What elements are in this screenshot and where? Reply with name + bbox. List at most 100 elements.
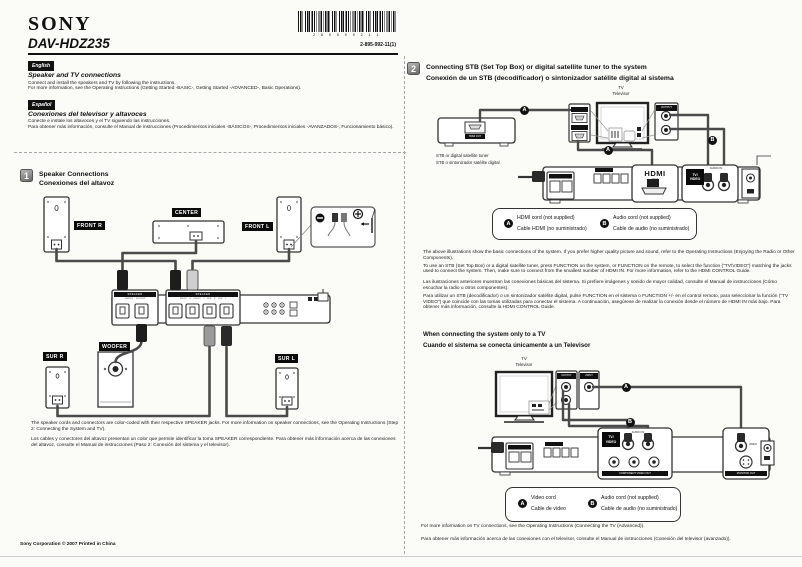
- section2-paragraphs: The above illustrations show the basic c…: [423, 250, 797, 313]
- legend-b-es: Cable de audio (no suministrado): [613, 225, 690, 232]
- tv-label-es: Televisor: [515, 362, 533, 368]
- hdmi-out-sublabel: OUT: [652, 176, 658, 181]
- tv-label-en: TV: [618, 85, 624, 90]
- legend-b-en: Audio cord (not supplied): [601, 495, 659, 501]
- stb-hdmi-out-label: HDMI OUT: [465, 133, 485, 139]
- cord-marker-a2: A: [603, 145, 613, 155]
- tv-hdmi-in-panel: [568, 103, 591, 143]
- section1-title-es: Conexiones del altavoz: [39, 179, 115, 187]
- stb-diagram-art: [437, 101, 771, 204]
- en-line1: Connect and install the speakers and TV …: [28, 80, 176, 86]
- speaker-cables: [55, 239, 291, 418]
- tv-label: TV Televisor: [496, 356, 552, 368]
- tv-video-tag-line2: VIDEO: [605, 439, 617, 444]
- stb-caption: STB or digital satellite tuner STB o sin…: [436, 152, 500, 167]
- tv-label-es: Televisor: [612, 91, 630, 97]
- tv-video-tag: TV/ VIDEO: [602, 432, 620, 447]
- section3-title-es: Cuando el sistema se conecta únicamente …: [423, 341, 591, 349]
- legend-hdmi-audio: A HDMI cord (not supplied) Cable HDMI (n…: [492, 208, 697, 240]
- legend-video-audio: A Video cord Cable de vídeo B Audio cord…: [505, 487, 681, 522]
- legend-b-es: Cable de audio (no suministrado): [601, 506, 678, 512]
- en-line2: For more information, see the Operating …: [28, 86, 302, 91]
- section1-title-en: Speaker Connections: [39, 170, 109, 178]
- section1-badge: 1: [20, 169, 33, 182]
- tv-set: [494, 370, 558, 423]
- tv-video-tag-line1: TV/: [692, 172, 698, 177]
- wire-detail-inset: [290, 206, 376, 248]
- speaker-panel1-sublabel: CENTER WOOFER: [124, 297, 146, 300]
- es-title: Conexiones del televisor y altavoces: [28, 110, 147, 118]
- system-unit: [478, 427, 775, 480]
- stb-box: [437, 117, 516, 147]
- es-line2: Para obtener más información, consulte e…: [28, 124, 394, 130]
- model-number: DAV-HDZ235: [28, 36, 110, 51]
- section1-note-en: The speaker cords and connectors are col…: [31, 421, 399, 432]
- tv-output-label: OUTPUT: [557, 373, 576, 379]
- audio-in-label: AUDIO IN: [709, 166, 723, 170]
- bottom-edge-rule: [0, 556, 802, 557]
- legend-b-en: Audio cord (not supplied): [613, 215, 671, 221]
- woofer-tag: WOOFER: [99, 342, 131, 351]
- speaker-panel1-header: SPEAKER: [114, 292, 156, 297]
- para-es-1: Las ilustraciones anteriores muestran la…: [423, 280, 778, 291]
- es-line1: Conecte e instale los altavoces y el TV …: [28, 119, 171, 124]
- component-video-out-label: COMPONENT VIDEO OUT: [602, 470, 668, 476]
- cord-marker-a: A: [621, 382, 631, 392]
- audio-in-label: AUDIO IN: [631, 429, 645, 434]
- tv-video-tag-line1: TV/: [608, 435, 614, 440]
- speaker-panel2-header: SPEAKER: [168, 292, 238, 297]
- cord-marker-a1: A: [520, 105, 529, 115]
- system-unit: [518, 155, 771, 204]
- legend-marker-b: B: [588, 499, 597, 508]
- tv-label: TV Televisor: [596, 85, 646, 97]
- front-l-speaker: [276, 196, 302, 253]
- tv-label-en: TV: [521, 356, 527, 361]
- legend-marker-a: A: [504, 219, 513, 228]
- section3-note-es: Para obtener más información acerca de l…: [421, 537, 731, 542]
- legend-marker-b: B: [600, 219, 609, 228]
- sur-l-speaker: [275, 367, 299, 410]
- front-r-tag: FRONT R: [74, 221, 106, 230]
- legend-a-en: HDMI cord (not supplied): [517, 215, 575, 221]
- para-en-2: To use an STB (Set Top Box) or a digital…: [423, 263, 792, 275]
- tv-input-label: INPUT: [580, 373, 598, 379]
- english-badge: English: [28, 61, 55, 71]
- monitor-out-label: MONITOR OUT: [725, 470, 767, 476]
- legend-a-en: Video cord: [531, 495, 556, 501]
- video-jack-label: VIDEO: [749, 442, 757, 446]
- sur-r-tag: SUR R: [43, 352, 67, 361]
- cord-marker-b: B: [625, 417, 635, 427]
- speaker-panel2-sublabel: FRONT R FRONT L SUR R SUR L: [179, 297, 227, 300]
- section3-note-en: For more information on TV connections, …: [421, 524, 645, 529]
- para-es-2: Para utilizar un STB (decodificador) o u…: [423, 293, 789, 311]
- section3-title-en: When connecting the system only to a TV: [423, 331, 546, 338]
- tv-audio-output-panel: [654, 102, 679, 141]
- en-title: Speaker and TV connections: [28, 71, 121, 79]
- center-tag: CENTER: [172, 208, 202, 217]
- stb-connection-diagram: TV Televisor HDMI OUT STB or digital sat…: [420, 85, 802, 207]
- tv-video-tag-line2: VIDEO: [689, 177, 701, 181]
- cord-marker-b: B: [708, 135, 717, 145]
- left-column-divider: [14, 152, 406, 153]
- speaker-jacks: [115, 303, 234, 319]
- hdmi-logo: HDMI: [644, 168, 666, 178]
- speaker-connection-diagram: FRONT R CENTER FRONT L WOOFER SUR R SUR …: [20, 193, 405, 419]
- speaker-diagram-art: [43, 196, 376, 418]
- espanol-badge: Español: [28, 100, 56, 110]
- tv-set: [590, 101, 655, 150]
- barcode-digits: 2 8 9 5 9 9 2 1 1: [313, 33, 381, 37]
- sur-l-tag: SUR L: [275, 354, 299, 363]
- stb-caption-es: STB o sintonizador satélite digital: [436, 160, 500, 166]
- copyright-footer: Sony Corporation © 2007 Printed in China: [20, 542, 116, 547]
- section2-title-es: Conexión de un STB (decodificador) o sin…: [426, 74, 674, 82]
- sur-r-speaker: [45, 366, 70, 409]
- front-r-speaker: [43, 196, 70, 253]
- legend-marker-a: A: [518, 499, 527, 508]
- center-speaker: [152, 220, 225, 244]
- section2-title-en: Connecting STB (Set Top Box) or digital …: [426, 63, 647, 71]
- barcode: [298, 11, 396, 32]
- front-l-tag: FRONT L: [242, 222, 273, 231]
- tv-only-connection-diagram: TV Televisor OUTPUT INPUT TV/ VIDEO AUDI…: [420, 355, 802, 481]
- legend-a-es: Cable HDMI (no suministrado): [517, 225, 587, 232]
- center-column-divider: [404, 56, 405, 554]
